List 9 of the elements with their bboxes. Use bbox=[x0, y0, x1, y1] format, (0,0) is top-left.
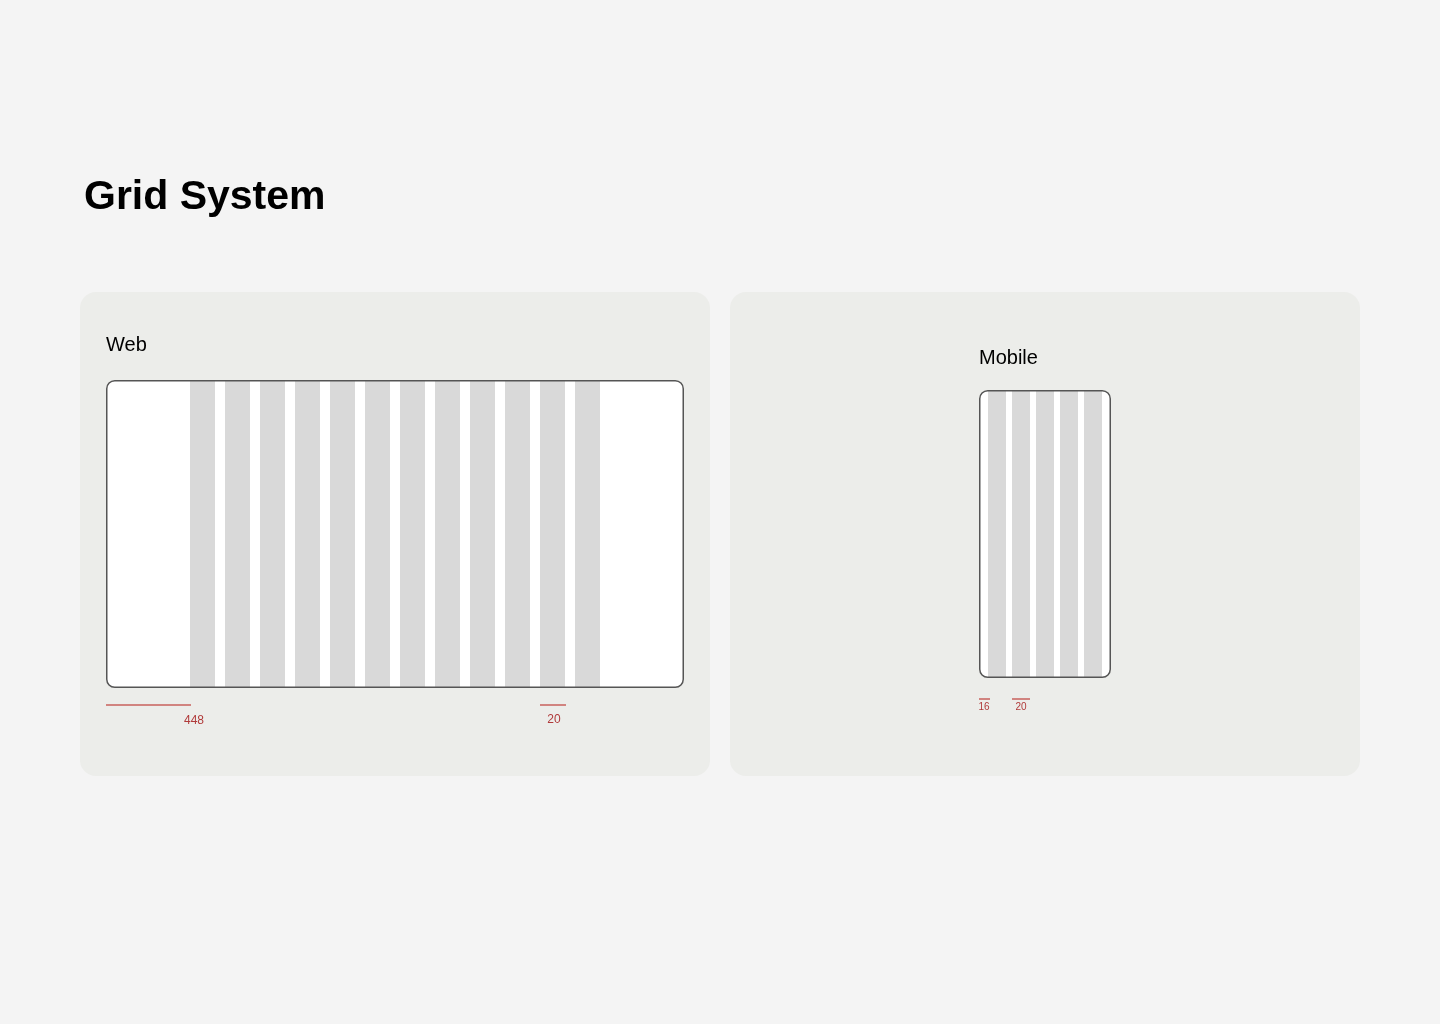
dimension-label: 16 bbox=[978, 702, 990, 712]
dimension-label: 448 bbox=[184, 714, 204, 726]
card-panel bbox=[730, 292, 1360, 776]
page-title: Grid System bbox=[84, 171, 326, 220]
panel-heading: Web bbox=[106, 332, 147, 356]
panel-heading: Mobile bbox=[979, 345, 1038, 369]
card-panel bbox=[80, 292, 710, 776]
dimension-label: 20 bbox=[547, 713, 561, 725]
dimension-label: 20 bbox=[1015, 702, 1027, 712]
